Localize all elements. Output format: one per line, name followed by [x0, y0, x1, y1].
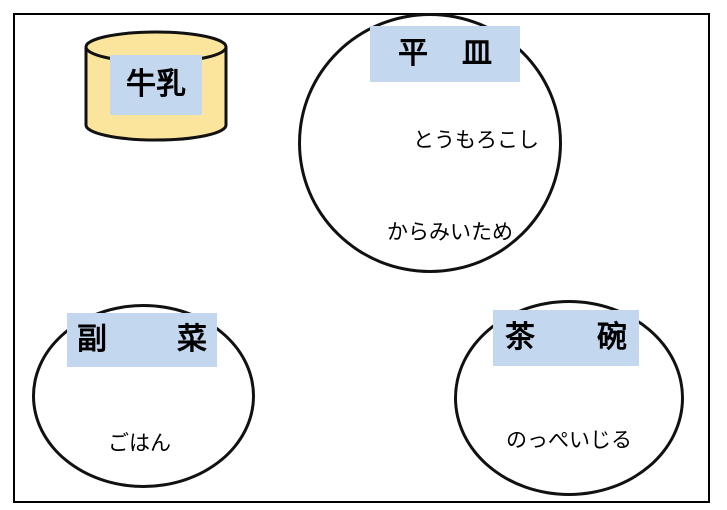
side-dish-label-left: 副 — [77, 322, 107, 357]
milk-label-text: 牛乳 — [126, 67, 186, 102]
soup-bowl-circle — [454, 300, 684, 496]
side-dish-label: 副 菜 — [67, 313, 217, 367]
main-plate-label-right: 皿 — [462, 36, 492, 71]
side-dish-item: ごはん — [108, 431, 171, 455]
main-plate-item: とうもろこし — [413, 128, 539, 152]
soup-bowl-label-left: 茶 — [505, 320, 535, 355]
milk-label: 牛乳 — [110, 55, 202, 115]
main-plate-item: からみいため — [387, 220, 513, 244]
soup-bowl-item: のっぺいじる — [506, 428, 632, 452]
side-dish-label-right: 菜 — [177, 322, 207, 357]
soup-bowl-label-right: 碗 — [597, 320, 627, 355]
soup-bowl-label: 茶 碗 — [493, 310, 639, 366]
main-plate-label: 平 皿 — [370, 26, 520, 82]
main-plate-label-left: 平 — [398, 36, 428, 71]
